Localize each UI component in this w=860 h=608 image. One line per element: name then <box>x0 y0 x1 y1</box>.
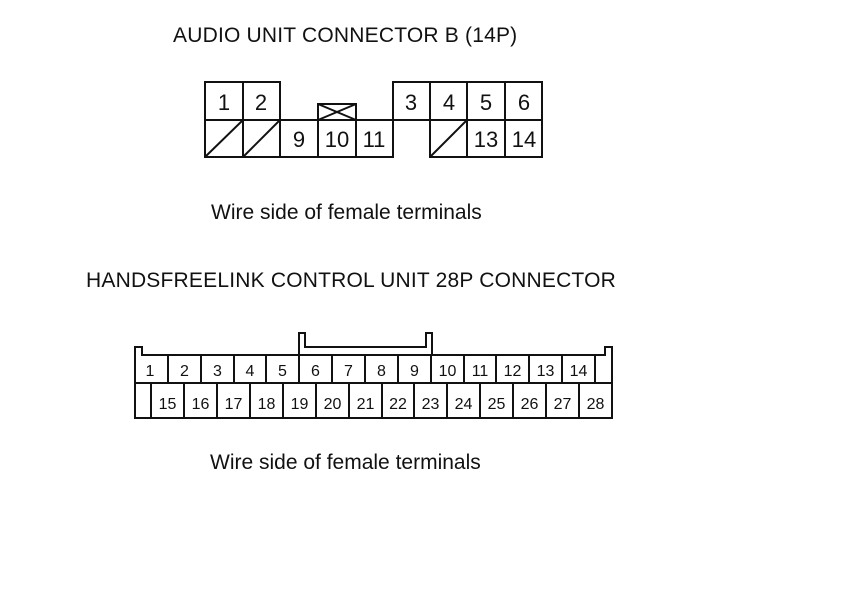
pin-label: 5 <box>480 90 492 115</box>
pin-label: 19 <box>291 396 309 413</box>
pin-label: 2 <box>255 90 267 115</box>
audio-connector-caption: Wire side of female terminals <box>211 201 482 224</box>
pin-label: 14 <box>512 127 536 152</box>
pin-label: 28 <box>587 396 605 413</box>
pin-label: 3 <box>213 363 222 380</box>
pin-label: 6 <box>311 363 320 380</box>
handsfree-connector-caption: Wire side of female terminals <box>210 451 481 474</box>
pin-label: 26 <box>521 396 539 413</box>
pin-label: 9 <box>293 127 305 152</box>
pin-label: 5 <box>278 363 287 380</box>
pin-label: 21 <box>357 396 375 413</box>
pin-label: 17 <box>225 396 243 413</box>
pin-label: 16 <box>192 396 210 413</box>
pin-label: 1 <box>218 90 230 115</box>
pin-label: 2 <box>180 363 189 380</box>
pin-label: 4 <box>246 363 255 380</box>
pin-label: 11 <box>472 363 489 380</box>
unused-cavity-mark <box>429 119 468 158</box>
handsfree-connector-outline <box>134 346 613 419</box>
pin-label: 8 <box>377 363 386 380</box>
pin-label: 3 <box>405 90 417 115</box>
pin-label: 11 <box>363 127 386 152</box>
pin-label: 10 <box>325 127 349 152</box>
pin-label: 25 <box>488 396 506 413</box>
pin-label: 27 <box>554 396 572 413</box>
pin-label: 13 <box>537 363 555 380</box>
unused-cavity-mark <box>242 119 281 158</box>
pin-label: 1 <box>146 363 155 380</box>
pin-label: 7 <box>344 363 353 380</box>
handsfree-connector-title: HANDSFREELINK CONTROL UNIT 28P CONNECTOR <box>86 269 616 292</box>
pin-label: 9 <box>410 363 419 380</box>
pin-label: 14 <box>570 363 588 380</box>
pin-label: 10 <box>439 363 457 380</box>
pin-label: 22 <box>389 396 407 413</box>
pin-label: 4 <box>443 90 455 115</box>
unused-cavity-mark <box>204 119 244 158</box>
pin-label: 24 <box>455 396 473 413</box>
pin-label: 13 <box>474 127 498 152</box>
pin-label: 18 <box>258 396 276 413</box>
pin-label: 12 <box>504 363 522 380</box>
pin-label: 23 <box>422 396 440 413</box>
pin-label: 6 <box>518 90 530 115</box>
pin-label: 15 <box>159 396 177 413</box>
audio-connector-title: AUDIO UNIT CONNECTOR B (14P) <box>173 24 518 47</box>
pin-label: 20 <box>324 396 342 413</box>
connector-latch <box>298 332 433 355</box>
connector-key-tab <box>317 103 357 121</box>
